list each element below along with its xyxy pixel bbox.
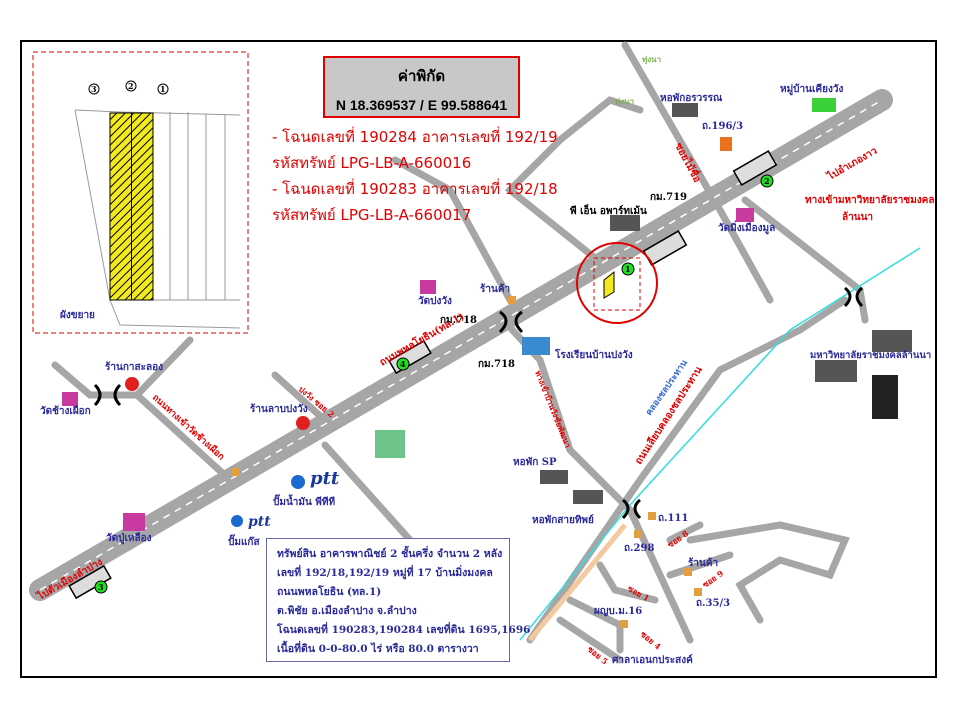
label-wat-chang: วัดช้างเผือก [40, 405, 91, 417]
label-km718b: กม.718 [478, 359, 515, 370]
label-university: มหาวิทยาลัยราชมงคลล้านนา [810, 349, 931, 361]
canal-line [519, 247, 921, 641]
label-dorm-saithip: หอพักสายทิพย์ [532, 514, 594, 526]
label-km719: กม.719 [650, 192, 687, 203]
coordinates-box: ค่าพิกัด N 18.369537 / E 99.588641 [323, 56, 520, 118]
dorm-icon [672, 103, 698, 117]
dorm-icon [573, 490, 603, 504]
label-ptt-station: ปั๊มน้ำมัน พีทีที [273, 494, 335, 508]
info-line: ถนนพหลโยธิน (ทล.1) [277, 586, 382, 598]
marker-3: 3 [98, 582, 104, 592]
label-addr-196: ถ.196/3 [702, 121, 743, 132]
label-field2: ทุ่งนา [615, 96, 634, 107]
label-soi1: ซอย 1 [626, 583, 651, 603]
coordinates-title: ค่าพิกัด [397, 68, 446, 85]
inset-label: ผังขยาย [60, 309, 95, 321]
info-line: ต.พิชัย อ.เมืองลำปาง จ.ลำปาง [277, 605, 417, 617]
deed-line: - โฉนดเลขที่ 190283 อาคารเลขที่ 192/18 [272, 180, 558, 198]
subject-site [576, 242, 658, 324]
marker-1: 1 [625, 264, 631, 274]
marker-2: 2 [764, 176, 770, 186]
school-icon [522, 337, 550, 355]
ptt-logo-gas: ptt [248, 514, 271, 530]
label-soi-mai-sue: ซอยไม้ซื่อ [672, 140, 705, 185]
label-pavilion: ศาลาเอนกประสงค์ [612, 654, 693, 666]
deed-line: - โฉนดเลขที่ 190284 อาคารเลขที่ 192/19 [272, 128, 558, 146]
numbered-markers: 1 2 3 4 [94, 174, 774, 594]
label-village-road: ทางเข้าบ้านวังชัยพัฒนา [533, 369, 573, 449]
label-ptt-gas: ปั๊มแก๊ส [228, 534, 260, 548]
label-wat-ming: วัดมิ่งเมืองมูล [718, 220, 775, 235]
tower-icon [872, 375, 898, 419]
label-soi9: ซอย 9 [700, 568, 725, 590]
inset-marker-2: 2 [128, 81, 134, 91]
info-line: โฉนดเลขที่ 190283,190284 เลขที่ดิน 1695,… [277, 624, 531, 636]
temple-icons [62, 208, 754, 531]
label-to-ngao: ไปอำเภองาว [824, 144, 879, 184]
label-headman: ผญบ.ม.16 [594, 606, 642, 617]
deed-list: - โฉนดเลขที่ 190284 อาคารเลขที่ 192/19 ร… [272, 124, 558, 228]
shop-pin-icons [125, 296, 702, 628]
university-icon [872, 330, 912, 352]
building-icons [375, 98, 912, 504]
label-uni-entrance-2: ล้านนา [842, 211, 873, 223]
label-shop1: ร้านค้า [480, 283, 510, 295]
bridge-icons [93, 286, 864, 520]
ptt-logo: ptt [310, 468, 340, 489]
seven-eleven-icon [720, 137, 732, 151]
label-soi4: ซอย 4 [639, 629, 664, 652]
label-wat-pongwang: วัดปงวัง [418, 295, 452, 307]
coordinates-value: N 18.369537 / E 99.588641 [335, 97, 508, 113]
label-km718a: กม.718 [440, 315, 477, 326]
label-pn-apartment: พี เอ็น อพาร์ทเม้น [570, 203, 647, 217]
marker-4: 4 [400, 359, 406, 369]
dorm-icon [540, 470, 568, 484]
info-line: เลขที่ 192/18,192/19 หมู่ที่ 17 บ้านมิ่ง… [277, 567, 493, 579]
trees-icon [375, 430, 405, 458]
label-addr-111: ถ.111 [658, 513, 688, 524]
deed-line: รหัสทรัพย์ LPG-LB-A-660016 [272, 154, 472, 172]
university-icon [815, 360, 857, 382]
inset-plan: 3 2 1 ผังขยาย [32, 51, 249, 334]
label-addr-35: ถ.35/3 [696, 598, 730, 609]
label-coffee-shop: ร้านกาสะลอง [105, 361, 163, 373]
inset-marker-3: 3 [91, 84, 97, 94]
apartment-icon [610, 215, 640, 231]
label-school: โรงเรียนบ้านปงวัง [554, 348, 633, 361]
map-frame [20, 40, 937, 678]
label-field1: ทุ่งนา [642, 54, 661, 65]
label-uni-entrance: ทางเข้ามหาวิทยาลัยราชมงคล [805, 194, 935, 206]
label-village: หมู่บ้านเคียงวัง [780, 83, 843, 96]
info-line: เนื้อที่ดิน 0-0-80.0 ไร่ หรือ 80.0 ตาราง… [277, 643, 479, 655]
label-larb-shop: ร้านลาบปงวัง [250, 403, 308, 415]
lane [528, 523, 627, 642]
property-info-box: ทรัพย์สิน อาคารพาณิชย์ 2 ชั้นครึ่ง จำนวน… [266, 538, 531, 662]
village-icon [812, 98, 836, 112]
deed-line: รหัสทรัพย์ LPG-LB-A-660017 [272, 206, 472, 224]
inset-marker-1: 1 [160, 84, 166, 94]
label-wat-pu: วัดปู่เหลือง [106, 532, 152, 545]
label-dorm-orawan: หอพักอรวรรณ [660, 92, 723, 104]
label-shop2: ร้านค้า [688, 557, 718, 569]
info-line: ทรัพย์สิน อาคารพาณิชย์ 2 ชั้นครึ่ง จำนวน… [277, 548, 503, 560]
label-dorm-sp: หอพัก SP [513, 456, 557, 468]
label-addr-298: ถ.298 [624, 543, 654, 554]
label-wat-chang-road: ถนนทางเข้าวัดช้างเผือก [150, 391, 227, 462]
